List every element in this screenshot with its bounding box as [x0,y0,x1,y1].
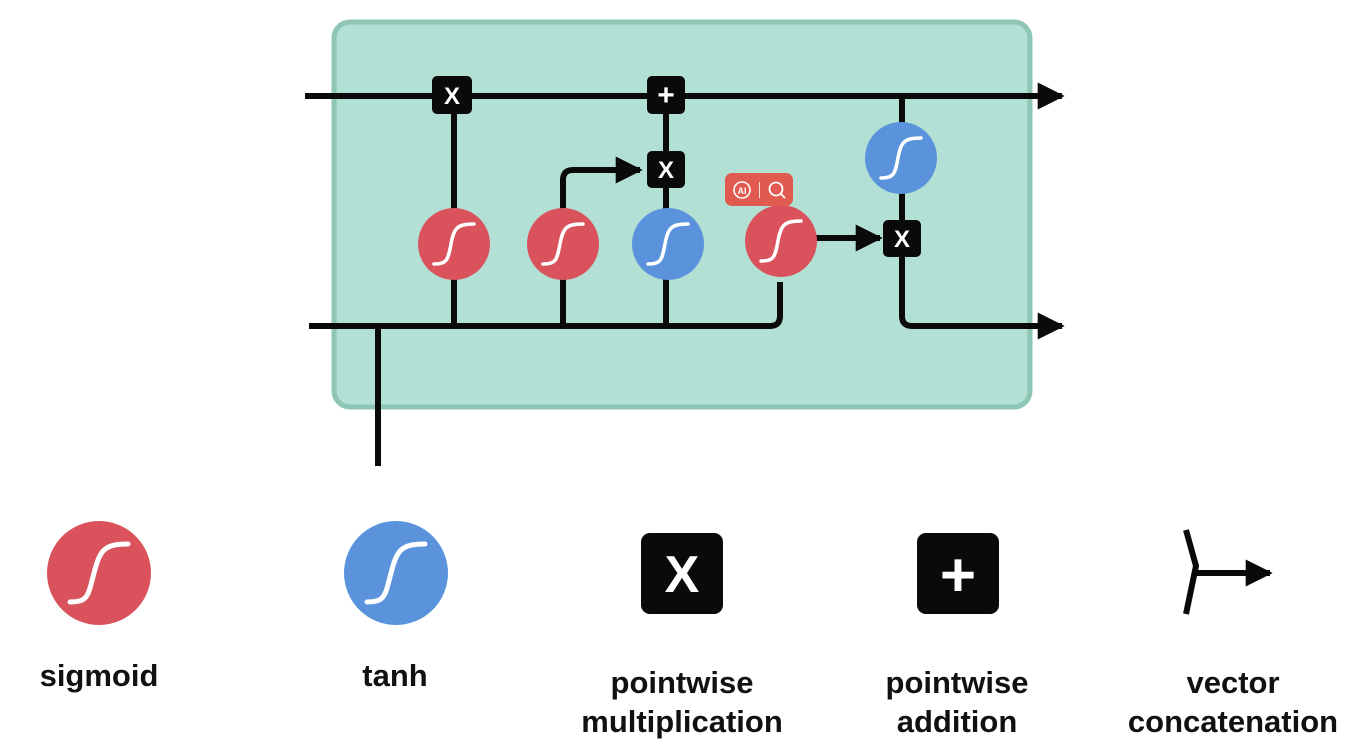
svg-text:+: + [940,541,976,610]
legend-label-tanh: tanh [362,658,428,693]
forget-mult-op: X [432,76,472,114]
legend-tanh-icon [344,521,448,625]
legend-label-concatenation: vector concatenation [1127,665,1339,739]
input-gate-sigmoid-icon [527,208,599,280]
svg-text:X: X [665,546,700,604]
candidate-tanh-icon [632,208,704,280]
legend-label-sigmoid: sigmoid [39,658,159,693]
input-mult-op: X [647,151,685,188]
output-mult-op: X [883,220,921,257]
legend-plus-icon: + [917,533,999,614]
cell-output-tanh-icon [865,122,937,194]
output-line [899,238,1065,340]
legend-label-addition: pointwise addition [885,665,1029,739]
output-gate-sigmoid-icon [745,205,817,277]
svg-text:AI: AI [737,186,746,196]
search-icon[interactable] [766,179,788,201]
ai-icon[interactable]: AI [731,179,753,201]
legend-multiply-icon: X [641,533,723,614]
svg-text:X: X [894,226,910,253]
input-gate-line [560,156,643,326]
cell-add-op: + [647,76,685,114]
svg-text:+: + [657,79,675,112]
legend-label-multiplication: pointwise multiplication [581,665,783,739]
forget-gate-sigmoid-icon [418,208,490,280]
legend-sigmoid-icon [47,521,151,625]
hidden-state-line [309,282,783,329]
toolbar-separator [758,181,760,198]
svg-text:X: X [658,157,674,184]
svg-text:X: X [444,83,460,110]
legend-concat-arrow-icon [1183,529,1273,615]
ai-floating-toolbar[interactable]: AI [725,173,793,206]
